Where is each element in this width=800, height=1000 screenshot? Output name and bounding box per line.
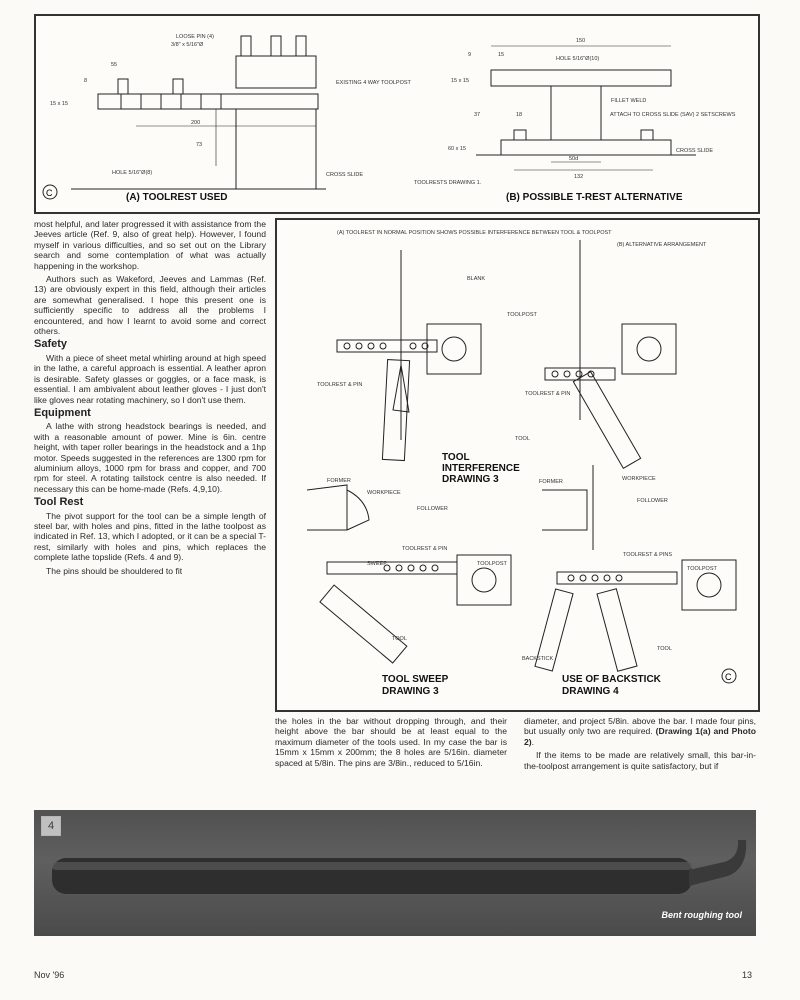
label-workpiece-2: WORKPIECE	[622, 476, 656, 482]
label-toolrest-pins: TOOLREST & PINS	[623, 552, 672, 558]
label-dim-37: 37	[474, 112, 480, 118]
paragraph-safety: With a piece of sheet metal whirling aro…	[34, 352, 266, 405]
label-dim-15: 15	[498, 52, 504, 58]
label-note-b: (B) ALTERNATIVE ARRANGEMENT	[617, 242, 707, 248]
label-follower-1: FOLLOWER	[417, 506, 448, 512]
label-sweep: SWEEP	[367, 561, 387, 567]
tool-a	[381, 359, 411, 462]
paragraph-tool-rest: The pivot support for the tool can be a …	[34, 510, 267, 563]
label-dim-9: 9	[468, 52, 471, 58]
caption-interference-2: INTERFERENCE	[442, 463, 520, 474]
copyright-icon: C	[721, 668, 737, 684]
caption-toolrest-used: (A) TOOLREST USED	[126, 192, 227, 203]
heading-safety: Safety	[34, 338, 68, 351]
caption-interference-1: TOOL	[442, 452, 470, 463]
photo-caption: Bent roughing tool	[661, 910, 742, 920]
label-dim-200: 200	[191, 120, 200, 126]
article-column-1: most helpful, and later progressed it wi…	[34, 219, 266, 579]
label-dim-15x15-b: 15 x 15	[451, 78, 469, 84]
label-tool-1: TOOL	[515, 436, 530, 442]
label-note-a: (A) TOOLREST IN NORMAL POSITION SHOWS PO…	[337, 230, 612, 236]
label-former-1: FORMER	[327, 478, 351, 484]
label-toolpost-1: TOOLPOST	[507, 312, 537, 318]
caption-sweep-2: DRAWING 3	[382, 686, 439, 697]
paragraph-col2: the holes in the bar without dropping th…	[275, 716, 507, 768]
page-number: 13	[742, 970, 753, 980]
caption-t-rest-alternative: (B) POSSIBLE T-REST ALTERNATIVE	[506, 192, 683, 203]
label-dim-73: 73	[196, 142, 202, 148]
label-existing-toolpost: EXISTING 4 WAY TOOLPOST	[336, 80, 412, 86]
paragraph-col3a: diameter, and project 5/8in. above the b…	[524, 716, 757, 747]
label-loose-pin: LOOSE PIN (4)	[176, 34, 214, 40]
label-loose-pin-dim: 3/8" x 5/16"Ø	[171, 42, 204, 48]
label-cross-slide-b: CROSS SLIDE	[676, 148, 713, 154]
pin-a1	[117, 78, 129, 95]
caption-backstick-1: USE OF BACKSTICK	[562, 674, 662, 685]
photo-number: 4	[41, 816, 61, 836]
label-tool-2: TOOL	[392, 636, 407, 642]
roughing-tool-image	[34, 810, 756, 936]
label-cross-slide-a: CROSS SLIDE	[326, 172, 363, 178]
caption-interference-3: DRAWING 3	[442, 474, 499, 485]
label-toolrest-pin-2: TOOLREST & PIN	[525, 391, 570, 397]
heading-tool-rest: Tool Rest	[34, 496, 84, 509]
label-dim-132: 132	[574, 174, 583, 180]
heading-equipment: Equipment	[34, 406, 91, 419]
label-backstick: BACKSTICK	[522, 656, 554, 662]
svg-text:C: C	[725, 672, 732, 682]
bar-holes-a	[120, 94, 222, 109]
label-toolrest-pin-3: TOOLREST & PIN	[402, 546, 447, 552]
label-fillet-weld: FILLET WELD	[611, 98, 646, 104]
paragraph-tool-rest-2: The pins should be shouldered to fit	[46, 565, 183, 576]
label-hole-b: HOLE 5/16"Ø(10)	[556, 56, 599, 62]
paragraph-col3b: If the items to be made are relatively s…	[524, 750, 756, 771]
label-tool-3: TOOL	[657, 646, 672, 652]
toolpost-a-mid	[426, 323, 482, 375]
label-dim-150: 150	[576, 38, 585, 44]
label-former-2: FORMER	[539, 479, 563, 485]
label-dim-55: 55	[111, 62, 117, 68]
label-toolpost-3: TOOLPOST	[687, 566, 717, 572]
label-toolpost-2: TOOLPOST	[477, 561, 507, 567]
paragraph-equipment: A lathe with strong headstock bearings i…	[34, 421, 266, 494]
label-hole-a: HOLE 5/16"Ø(8)	[112, 170, 152, 176]
label-dim-50d: 50d	[569, 156, 578, 162]
tool-drawings: (A) TOOLREST IN NORMAL POSITION SHOWS PO…	[306, 230, 737, 697]
label-workpiece-1: WORKPIECE	[367, 490, 401, 496]
paragraph-intro: most helpful, and later progressed it wi…	[34, 219, 266, 271]
figure-tool-drawings: (A) TOOLREST IN NORMAL POSITION SHOWS PO…	[275, 218, 760, 712]
footer-date: Nov '96	[34, 970, 65, 980]
article-column-3: diameter, and project 5/8in. above the b…	[524, 716, 756, 774]
t-rest-base-b	[500, 139, 672, 156]
copyright-icon: C	[42, 184, 58, 200]
label-toolrest-pin-1: TOOLREST & PIN	[317, 382, 362, 388]
label-dim-8: 8	[84, 78, 87, 84]
photo-bent-roughing-tool: 4 Bent roughing tool	[34, 810, 756, 936]
article-column-2: the holes in the bar without dropping th…	[275, 716, 507, 771]
label-follower-2: FOLLOWER	[637, 498, 668, 504]
toolpost-base-a	[235, 108, 317, 190]
caption-backstick-2: DRAWING 4	[562, 686, 619, 697]
t-rest-bar-b	[490, 69, 672, 87]
toolrest-a	[336, 339, 438, 353]
t-rest-post-b	[550, 85, 602, 141]
toolpost-a	[235, 55, 317, 89]
figure-toolrests: LOOSE PIN (4) 3/8" x 5/16"Ø 55 8 15 x 15…	[34, 14, 760, 214]
label-attach: ATTACH TO CROSS SLIDE (SAV) 2 SETSCREWS	[610, 112, 736, 118]
paragraph-intro-2: Authors such as Wakeford, Jeeves and Lam…	[34, 274, 266, 337]
label-dim-15x15: 15 x 15	[50, 101, 68, 107]
svg-text:C: C	[46, 188, 53, 198]
label-toolrests: TOOLRESTS DRAWING 1.	[414, 180, 482, 186]
label-dim-18: 18	[516, 112, 522, 118]
label-blank: BLANK	[467, 276, 485, 282]
label-dim-60x15: 60 x 15	[448, 146, 466, 152]
toolrest-bar-a	[97, 93, 319, 110]
caption-sweep-1: TOOL SWEEP	[382, 674, 449, 685]
pin-a2	[172, 78, 184, 95]
toolrest-drawing: LOOSE PIN (4) 3/8" x 5/16"Ø 55 8 15 x 15…	[42, 34, 736, 203]
